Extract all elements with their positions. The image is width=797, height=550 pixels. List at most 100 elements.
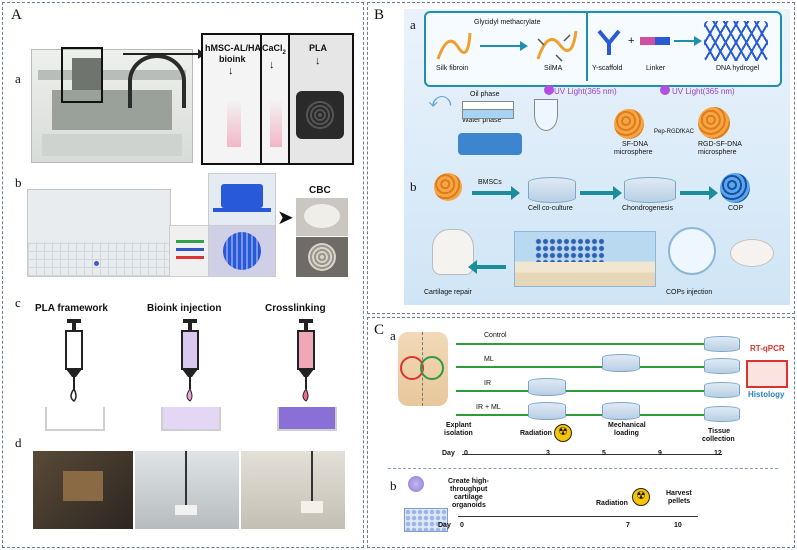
rat-icon (730, 239, 774, 267)
day-label-a: Day (442, 450, 455, 457)
pep-label: Pep-RGDfKAC (654, 129, 695, 135)
printing-photo-3 (241, 451, 345, 529)
panel-a: A a hMSC-AL/HA bioink ↓ CaCl2 ↓ PLA ↓ b (2, 2, 364, 548)
syringe-icon-2 (181, 319, 199, 402)
day-b-10: 10 (674, 522, 682, 529)
linker-icon (640, 37, 670, 45)
microfluidic-chip (458, 133, 522, 155)
down-arrow-2: ↓ (269, 59, 275, 71)
printing-photo-1 (33, 451, 133, 529)
sf-dna-microsphere (614, 109, 644, 139)
knee-illustration (398, 332, 448, 406)
panel-a-sub-b: b (15, 175, 22, 190)
glycidyl-label: Glycidyl methacrylate (474, 19, 541, 26)
irml-dish-1 (528, 402, 566, 420)
linker-arrow (674, 36, 702, 46)
dna-hydrogel-icon (704, 21, 768, 61)
cartilage-cross-section (514, 231, 656, 287)
panel-c-label: C (374, 322, 385, 338)
create-label-2: throughput (450, 486, 488, 493)
day-a-12: 12 (714, 450, 722, 457)
timeline-a-line (462, 454, 722, 455)
cops-injection-label: COPs injection (666, 289, 713, 296)
arrow-cop (680, 186, 718, 200)
harvest-label-2: pellets (668, 498, 691, 505)
panel-a-label: A (11, 7, 22, 23)
explant-label-1: Explant (446, 422, 472, 429)
reaction-arrow (480, 41, 528, 51)
ir-arrow (456, 387, 711, 395)
radiation-icon-b: ☢ (632, 488, 650, 506)
sf-dna-label-2: microsphere (614, 149, 653, 156)
dna-hydrogel-label: DNA hydrogel (716, 65, 760, 72)
panel-b-sub-a: a (410, 17, 416, 32)
down-arrow-3: ↓ (315, 55, 321, 67)
create-label-4: organoids (452, 502, 486, 509)
panel-a-sub-d: d (15, 435, 22, 450)
arrow-repair (476, 265, 506, 269)
curved-arrow-icon: ⤺ (428, 87, 452, 112)
group-control-label: Control (484, 332, 507, 339)
synthesis-divider (586, 13, 588, 81)
create-label-1: Create high- (448, 478, 489, 485)
harvest-label-1: Harvest (666, 490, 692, 497)
histology-label: Histology (748, 390, 785, 399)
irml-dish-2 (602, 402, 640, 420)
water-syringe (462, 109, 514, 119)
timeline-b-line (458, 516, 698, 517)
ml-dish (602, 354, 640, 372)
cacl2-cartridge-photo (260, 33, 292, 165)
bmscs-label: BMSCs (478, 179, 502, 186)
uv-lamp-1 (544, 85, 554, 95)
panel-a-sub-a: a (15, 71, 21, 86)
cacl2-label: CaCl2 (262, 43, 286, 56)
water-phase-label: Water phase (462, 117, 502, 124)
silma-molecule-icon (536, 30, 578, 62)
silk-fibroin-label: Silk fibroin (436, 65, 469, 72)
cop-sphere (720, 173, 750, 203)
panel-c: C a Control ML IR IR + ML RT-qPCR Histol… (367, 317, 795, 548)
panel-b: B a Glycidyl methacrylate Silk fibroin S… (367, 2, 795, 314)
analysis-box (746, 360, 788, 388)
scaffold-top-render (208, 225, 276, 277)
organoid-icon (408, 476, 424, 492)
plus-sign: + (628, 35, 635, 47)
bioink-label-1: hMSC-AL/HA (205, 43, 261, 53)
collection-tube (534, 99, 558, 131)
chondro-dish (624, 177, 676, 203)
day-a-0: 0 (464, 450, 468, 457)
group-ml-label: ML (484, 356, 494, 363)
radiation-icon-a: ☢ (554, 424, 572, 442)
layer-settings-view (169, 225, 211, 277)
bioprinter-photo (31, 49, 193, 163)
ir-dish (528, 378, 566, 396)
right-arrow-icon: ➤ (277, 207, 294, 229)
silma-label: SilMA (544, 65, 563, 72)
group-ir-label: IR (484, 380, 491, 387)
day-a-5: 5 (602, 450, 606, 457)
group-irml-label: IR + ML (476, 404, 501, 411)
scaffold-well-1 (45, 407, 105, 431)
well-plate-icon (404, 508, 448, 532)
cacl2-subscript: 2 (282, 49, 286, 56)
radiation-label-b: Radiation (596, 500, 628, 507)
day-b-0: 0 (460, 522, 464, 529)
cop-label: COP (728, 205, 744, 212)
syringe-icon-3 (297, 319, 315, 402)
step-crosslinking: Crosslinking (265, 303, 326, 314)
tissue-label-1: Tissue (708, 428, 731, 435)
collection-dish-3 (704, 382, 740, 398)
cacl2-text: CaCl (262, 43, 283, 53)
y-scaffold-label: Y-scaffold (592, 65, 623, 72)
collection-dish-1 (704, 336, 740, 352)
step-bioink-injection: Bioink injection (147, 303, 222, 314)
section-divider (388, 468, 778, 470)
linker-label: Linker (646, 65, 666, 72)
mechanical-label-1: Mechanical (608, 422, 646, 429)
cbc-label: CBC (309, 185, 331, 196)
bioink-cartridge-photo (201, 33, 265, 165)
pla-cartridge-photo (288, 33, 354, 165)
coculture-label: Cell co-culture (528, 205, 573, 212)
panel-a-sub-c: c (15, 295, 21, 310)
bioink-label-2: bioink (219, 54, 246, 64)
